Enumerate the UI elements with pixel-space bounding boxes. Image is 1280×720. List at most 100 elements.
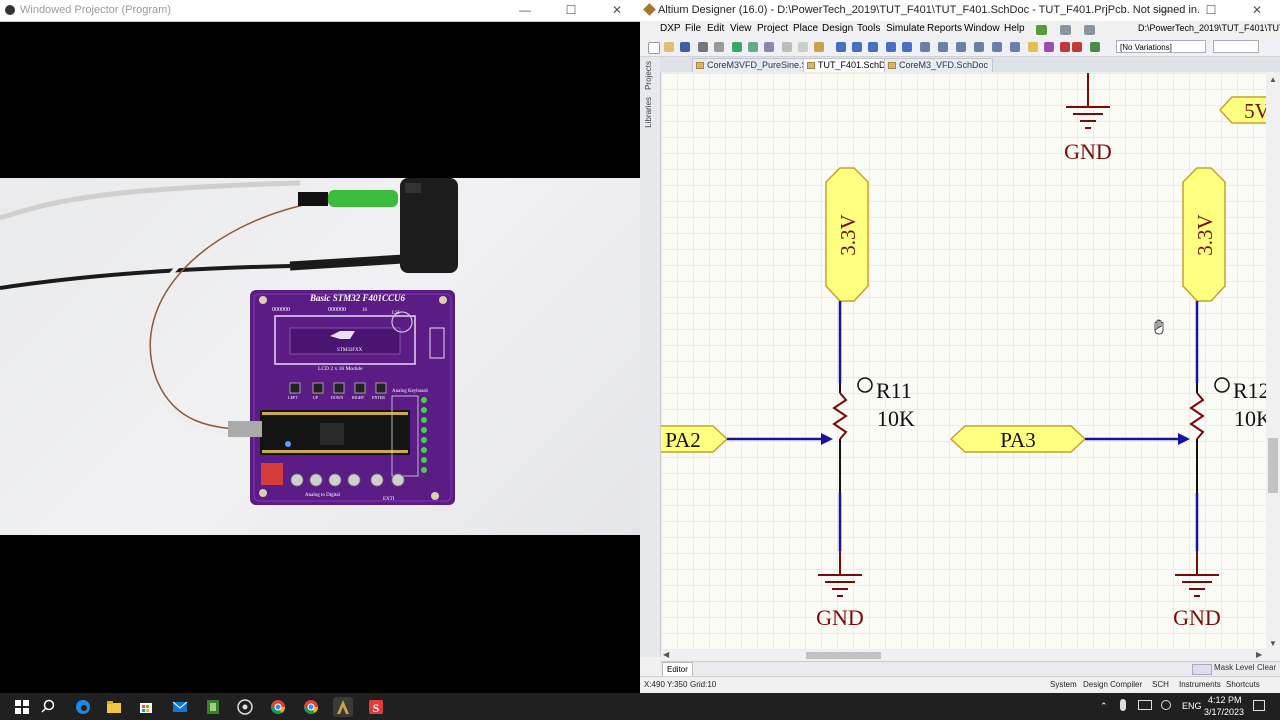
- sheet-symbol-icon[interactable]: [938, 42, 948, 52]
- store-icon[interactable]: [136, 697, 156, 717]
- power-port-5v[interactable]: 5V: [1218, 96, 1266, 124]
- tab-corem3vfd-puresine[interactable]: CoreM3VFD_PureSine.SchDoc: [692, 58, 839, 72]
- menu-file[interactable]: File: [685, 23, 702, 34]
- menu-reports[interactable]: Reports: [927, 23, 963, 34]
- directive-icon[interactable]: [992, 42, 1002, 52]
- filter-icon[interactable]: [1044, 42, 1054, 52]
- app-green-icon[interactable]: [203, 697, 223, 717]
- open-icon[interactable]: [664, 42, 674, 52]
- gnd-symbol-right[interactable]: GND: [1173, 551, 1221, 630]
- variations-dropdown[interactable]: [No Variations]: [1116, 40, 1206, 53]
- mask-level-icon[interactable]: [1192, 664, 1212, 675]
- resistor-r11[interactable]: R11 10K: [821, 301, 915, 551]
- zoom-area-icon[interactable]: [748, 42, 758, 52]
- clear-filter-icon[interactable]: [1060, 42, 1070, 52]
- gnd-symbol-top[interactable]: GND: [1064, 73, 1112, 164]
- mask-level-button[interactable]: Mask Level: [1214, 663, 1255, 672]
- menu-design[interactable]: Design: [822, 23, 854, 34]
- microphone-icon[interactable]: [1120, 699, 1126, 711]
- menu-edit[interactable]: Edit: [707, 23, 725, 34]
- menu-help[interactable]: Help: [1004, 23, 1025, 34]
- horizontal-scroll-thumb[interactable]: [806, 652, 881, 659]
- power-port-3v3-left[interactable]: 3.3V: [825, 167, 869, 302]
- menu-place[interactable]: Place: [793, 23, 819, 34]
- hierarchy-icon[interactable]: [1010, 42, 1020, 52]
- projector-title-bar[interactable]: Windowed Projector (Program) — ☐ ✕: [0, 0, 640, 22]
- zoom-selected-icon[interactable]: [764, 42, 774, 52]
- copy-icon[interactable]: [798, 42, 808, 52]
- port-icon[interactable]: [974, 42, 984, 52]
- clear-button[interactable]: Clear: [1257, 663, 1277, 672]
- start-icon[interactable]: [12, 697, 32, 717]
- menu-tools[interactable]: Tools: [857, 23, 881, 34]
- chrome-icon[interactable]: [268, 697, 288, 717]
- resistor-r12[interactable]: R12 10K: [1178, 301, 1266, 551]
- mail-icon[interactable]: [170, 697, 190, 717]
- place-part-icon[interactable]: [920, 42, 930, 52]
- net-label-icon[interactable]: [868, 42, 878, 52]
- editor-tab[interactable]: Editor: [662, 662, 693, 677]
- align-toolbar-icon[interactable]: [1060, 25, 1071, 35]
- status-shortcuts-button[interactable]: Shortcuts: [1226, 680, 1260, 689]
- net-label-pa3[interactable]: PA3: [949, 425, 1178, 453]
- obs-icon[interactable]: [235, 697, 255, 717]
- scroll-left-icon[interactable]: ◀: [663, 650, 670, 659]
- schematic-drawing[interactable]: GND 5V 3.3V 3.3V: [661, 73, 1266, 650]
- vertical-scrollbar[interactable]: ▲ ▼: [1266, 73, 1280, 650]
- tab-corem3-vfd[interactable]: CoreM3_VFD.SchDoc: [884, 58, 994, 72]
- print-icon[interactable]: [698, 42, 708, 52]
- print-preview-icon[interactable]: [714, 42, 724, 52]
- wire-tool-icon[interactable]: [836, 42, 846, 52]
- chrome-profile-icon[interactable]: [301, 697, 321, 717]
- altium-taskbar-icon[interactable]: [333, 697, 353, 717]
- scroll-up-icon[interactable]: ▲: [1269, 75, 1277, 84]
- save-icon[interactable]: [680, 42, 690, 52]
- maximize-icon[interactable]: ☐: [565, 3, 577, 17]
- wiring-toolbar-icon[interactable]: [1036, 25, 1047, 35]
- network-icon[interactable]: [1138, 700, 1152, 710]
- menu-window[interactable]: Window: [964, 23, 1000, 34]
- libraries-panel-tab[interactable]: Libraries: [644, 97, 653, 128]
- scroll-down-icon[interactable]: ▼: [1269, 639, 1277, 648]
- paste-icon[interactable]: [814, 42, 824, 52]
- search-icon[interactable]: [38, 697, 58, 717]
- edge-icon[interactable]: [73, 697, 93, 717]
- bus-tool-icon[interactable]: [852, 42, 862, 52]
- menu-simulate[interactable]: Simulate: [886, 23, 925, 34]
- gnd-symbol-left[interactable]: GND: [816, 551, 864, 630]
- net-label-pa2[interactable]: PA2: [661, 425, 821, 453]
- altium-minimize-icon[interactable]: —: [1159, 3, 1171, 17]
- scroll-right-icon[interactable]: ▶: [1256, 650, 1263, 659]
- status-design-compiler-button[interactable]: Design Compiler: [1083, 680, 1143, 689]
- new-icon[interactable]: [648, 42, 660, 54]
- minimize-icon[interactable]: —: [519, 3, 531, 17]
- zoom-combo[interactable]: [1213, 40, 1259, 53]
- vertical-scroll-thumb[interactable]: [1268, 438, 1278, 493]
- power-port-3v3-right[interactable]: 3.3V: [1182, 167, 1226, 302]
- vcc-port-icon[interactable]: [902, 42, 912, 52]
- component-icon[interactable]: [1028, 42, 1038, 52]
- menu-project[interactable]: Project: [757, 23, 789, 34]
- menu-dxp[interactable]: DXP: [660, 23, 681, 34]
- clear-mask-icon[interactable]: [1072, 42, 1082, 52]
- notification-icon[interactable]: [1253, 700, 1265, 711]
- zoom-fit-icon[interactable]: [732, 42, 742, 52]
- app-red-s-icon[interactable]: S: [366, 697, 386, 717]
- clock-date[interactable]: 3/17/2023: [1204, 707, 1245, 717]
- altium-maximize-icon[interactable]: ☐: [1205, 3, 1217, 17]
- altium-close-icon[interactable]: ✕: [1251, 3, 1263, 17]
- horizontal-scrollbar[interactable]: ◀ ▶: [661, 650, 1266, 661]
- power-port-toolbar-icon[interactable]: [1084, 25, 1095, 35]
- close-icon[interactable]: ✕: [611, 3, 623, 17]
- status-sch-button[interactable]: SCH: [1152, 680, 1169, 689]
- volume-icon[interactable]: [1161, 700, 1171, 710]
- clock-time[interactable]: 4:12 PM: [1208, 695, 1242, 705]
- menu-view[interactable]: View: [730, 23, 752, 34]
- status-instruments-button[interactable]: Instruments: [1179, 680, 1221, 689]
- sheet-entry-icon[interactable]: [956, 42, 966, 52]
- status-system-button[interactable]: System: [1050, 680, 1077, 689]
- file-explorer-icon[interactable]: [104, 697, 124, 717]
- tray-chevron-icon[interactable]: ⌃: [1100, 701, 1108, 711]
- language-indicator[interactable]: ENG: [1182, 701, 1202, 711]
- tab-tut-f401[interactable]: TUT_F401.SchDoc: [803, 58, 901, 72]
